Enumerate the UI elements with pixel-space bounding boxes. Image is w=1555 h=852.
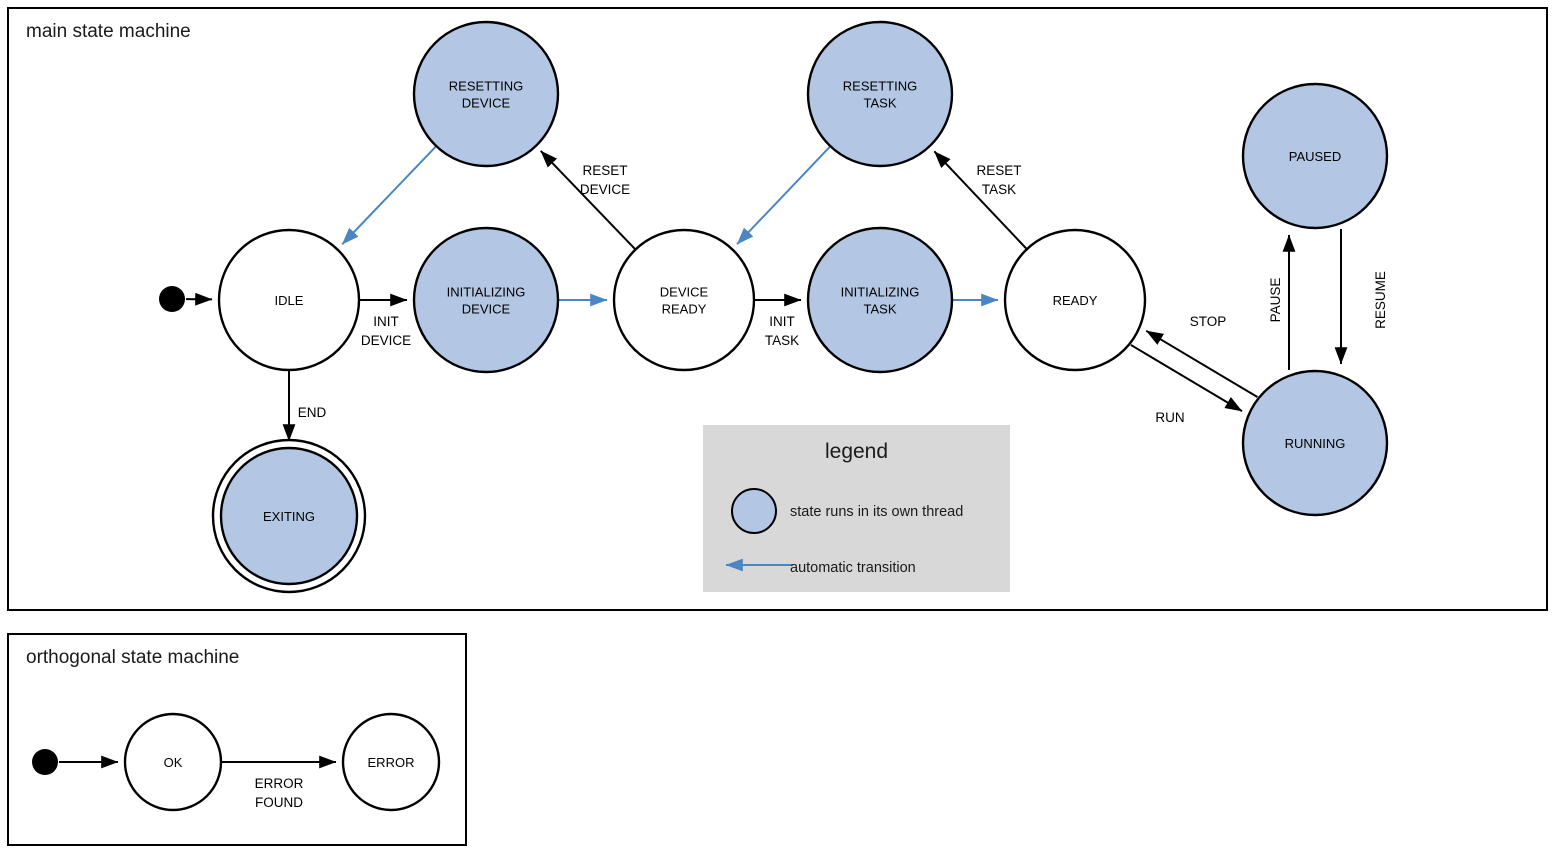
state-circle-initializing-task[interactable]: [806, 226, 954, 374]
state-circle-running[interactable]: [1241, 369, 1389, 517]
state-label-running: RUNNING: [1285, 436, 1346, 451]
transition-ready-to-running[interactable]: [1130, 344, 1243, 413]
legend-group: legend state runs in its own thread auto…: [703, 425, 1010, 592]
state-label-resetting-device: RESETTING: [449, 79, 523, 94]
main-states-layer: IDLERESETTINGDEVICEINITIALIZINGDEVICEDEV…: [159, 20, 1389, 594]
transition-running-to-ready[interactable]: [1145, 329, 1258, 398]
transition-label-label-init-task: INIT: [769, 314, 795, 329]
transition-label-label-error-found: FOUND: [255, 795, 303, 810]
state-circle-ok[interactable]: [123, 712, 223, 812]
state-label-ready: READY: [1053, 293, 1098, 308]
state-circle-ready[interactable]: [1003, 228, 1147, 372]
state-label-initializing-device: INITIALIZING: [447, 285, 526, 300]
transition-resetting-task-to-device-ready[interactable]: [736, 146, 831, 245]
state-circle-exiting[interactable]: [219, 446, 359, 586]
state-label-exiting: EXITING: [263, 509, 315, 524]
orthogonal-states-layer: OK ERROR: [32, 712, 441, 812]
legend-item-auto-label: automatic transition: [790, 560, 916, 576]
state-label-paused: PAUSED: [1289, 149, 1342, 164]
transition-device-ready-to-resetting-device[interactable]: [540, 150, 636, 250]
state-label-ok: OK: [164, 755, 183, 770]
state-node-paused[interactable]: PAUSED: [1241, 82, 1389, 230]
state-node-initializing-task[interactable]: INITIALIZING TASK: [806, 226, 954, 374]
transition-label-label-init-task: TASK: [765, 333, 799, 348]
state-circle-error[interactable]: [341, 712, 441, 812]
orthogonal-state-machine-title: orthogonal state machine: [26, 647, 239, 668]
state-label-resetting-task: RESETTING: [843, 79, 917, 94]
orthogonal-state-machine-group: orthogonal state machine OK ERROR ERROR FO…: [7, 633, 467, 846]
main-edge-labels-layer: INIT DEVICE RESET DEVICE INIT TASK RESET TASK ST…: [298, 163, 1388, 425]
transition-label-label-reset-task: RESET: [976, 163, 1021, 178]
state-node-initializing-device[interactable]: INITIALIZING DEVICE: [412, 226, 560, 374]
state-label-device-ready: DEVICE: [660, 285, 709, 300]
state-circle-paused[interactable]: [1241, 82, 1389, 230]
state-label-error: ERROR: [368, 755, 415, 770]
state-label-device-ready: READY: [662, 302, 707, 317]
state-label-idle: IDLE: [275, 293, 304, 308]
state-circle-device-ready[interactable]: [612, 228, 756, 372]
transition-label-label-error-found: ERROR: [255, 776, 304, 791]
initial-pseudostate-icon: [32, 749, 58, 775]
state-node-exiting[interactable]: EXITING: [211, 438, 367, 594]
transition-label-label-init-device: DEVICE: [361, 333, 411, 348]
state-circle-resetting-task[interactable]: [806, 20, 954, 168]
transition-label-label-stop: STOP: [1190, 314, 1227, 329]
legend-title: legend: [825, 440, 888, 463]
state-node-device-ready[interactable]: DEVICE READY: [612, 228, 756, 372]
state-node-error[interactable]: ERROR: [341, 712, 441, 812]
state-circle-initializing-device[interactable]: [412, 226, 560, 374]
transition-label-label-run: RUN: [1155, 410, 1184, 425]
state-node-resetting-task[interactable]: RESETTING TASK: [806, 20, 954, 168]
state-node-ok[interactable]: OK: [123, 712, 223, 812]
transition-label-label-reset-device: RESET: [582, 163, 627, 178]
transition-label-label-init-device: INIT: [373, 314, 399, 329]
state-node-resetting-device[interactable]: RESETTING DEVICE: [412, 20, 560, 168]
initial-pseudostate-icon: [159, 286, 185, 312]
state-label-initializing-task: INITIALIZING: [841, 285, 920, 300]
main-edges-layer: [185, 146, 1348, 442]
transition-label-label-reset-task: TASK: [982, 182, 1016, 197]
transition-label-label-resume: RESUME: [1373, 271, 1388, 329]
state-circle-idle[interactable]: [217, 228, 361, 372]
state-label-resetting-task: TASK: [864, 96, 897, 111]
state-circle-resetting-device[interactable]: [412, 20, 560, 168]
state-label-initializing-device: DEVICE: [462, 302, 511, 317]
transition-label-label-pause: PAUSE: [1268, 278, 1283, 323]
state-node-ready[interactable]: READY: [1003, 228, 1147, 372]
state-label-initializing-task: TASK: [864, 302, 897, 317]
final-state-outer-ring: [211, 438, 367, 594]
legend-thread-swatch-icon: [731, 488, 777, 534]
transition-ready-to-resetting-task[interactable]: [933, 150, 1027, 250]
state-label-resetting-device: DEVICE: [462, 96, 511, 111]
state-node-running[interactable]: RUNNING: [1241, 369, 1389, 517]
transition-label-label-reset-device: DEVICE: [580, 182, 630, 197]
legend-item-thread-label: state runs in its own thread: [790, 504, 963, 520]
transition-resetting-device-to-idle[interactable]: [341, 146, 437, 246]
main-state-machine-title: main state machine: [26, 21, 191, 42]
orthogonal-edge-labels-layer: ERROR FOUND: [255, 776, 304, 810]
state-node-idle[interactable]: IDLE: [217, 228, 361, 372]
transition-label-label-end: END: [298, 405, 327, 420]
